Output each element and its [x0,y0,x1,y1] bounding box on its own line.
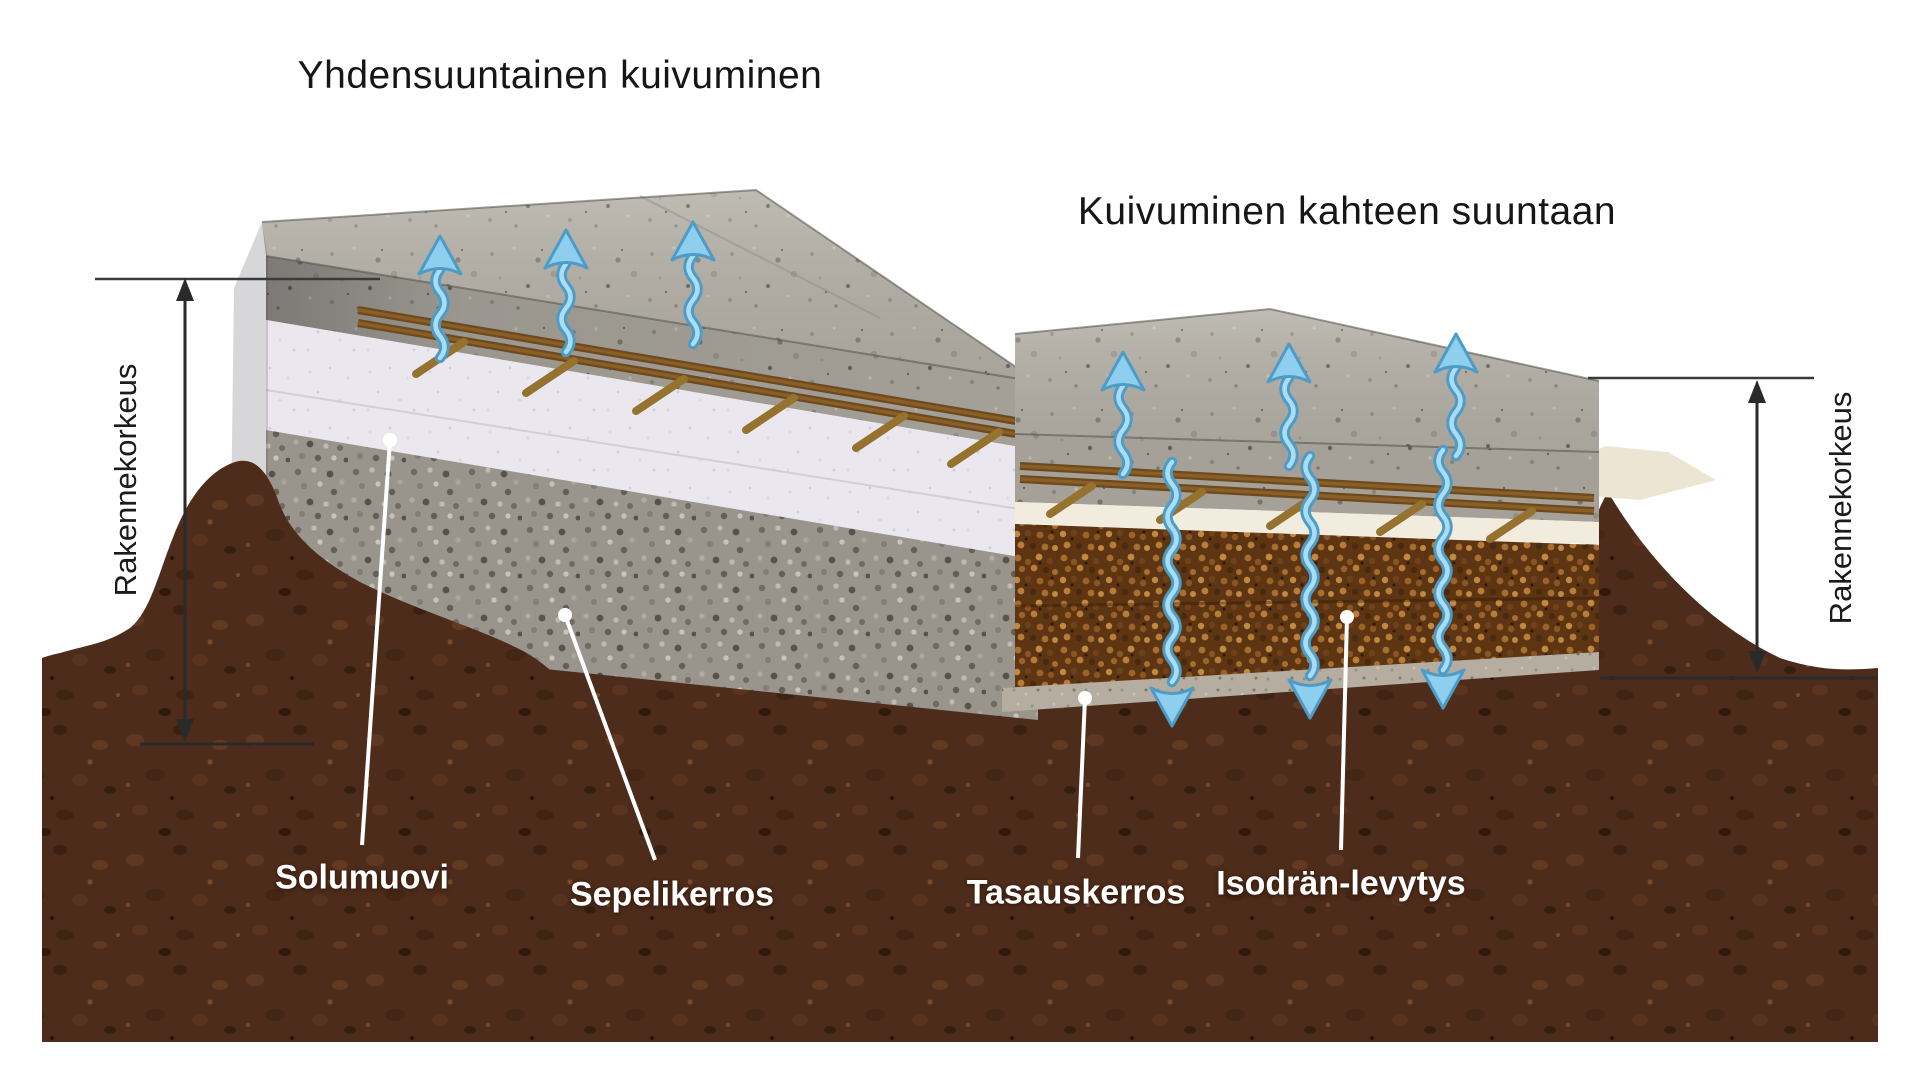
rebar-left-stubs [412,338,1003,468]
left-top-back-edge [261,188,1039,383]
layer-label-solumuovi: Solumuovi [275,858,449,897]
title-left: Yhdensuuntainen kuivuminen [297,54,823,97]
right-concrete-top-edge [1014,433,1600,453]
leader-tasauskerros [1076,697,1087,859]
dim-right-arrowhead-up [1748,380,1766,403]
layer-label-sepelikerros: Sepelikerros [569,875,775,914]
layer-label-isodran: Isodrän-levytys [1216,864,1466,903]
dimension-left [95,277,380,746]
rebar-left [357,306,1035,468]
leaders [360,433,1354,861]
dim-left-arrowhead-up [176,278,194,301]
leader-isodran [1339,616,1349,851]
dimension-label-left: Rakennekorkeus [108,363,143,597]
dimension-label-right: Rakennekorkeus [1823,391,1858,625]
leader-dot-tasauskerros [1078,691,1092,705]
leader-dot-solumuovi [383,433,397,447]
leader-sepelikerros [563,614,657,861]
left-concrete-top-edge [265,255,1039,383]
left-top-sheen [262,190,1038,382]
leader-dot-sepelikerros [558,608,572,622]
foam-seam [265,389,1039,513]
leader-solumuovi [360,439,392,846]
dim-left-arrowhead-down [176,719,194,742]
rebar-right-stubs [1046,482,1536,543]
left-slab-foam-face [266,320,1038,560]
right-top-back-edge [1014,307,1600,382]
dim-right-arrowhead-down [1748,651,1766,674]
leader-dot-isodran [1340,610,1354,624]
layer-label-tasauskerros: Tasauskerros [966,873,1186,912]
title-right: Kuivuminen kahteen suuntaan [1077,190,1617,233]
left-top-seam [639,195,881,319]
dimension-right [1588,376,1878,680]
